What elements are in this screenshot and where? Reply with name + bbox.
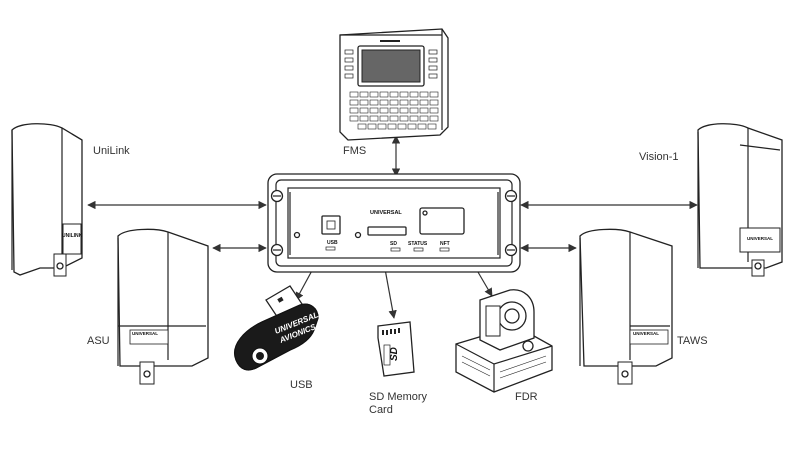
port-label-nft: NFT bbox=[440, 241, 450, 247]
vision1-label: Vision-1 bbox=[639, 151, 679, 163]
fms-label: FMS bbox=[343, 145, 366, 157]
taws-brand: UNIVERSAL bbox=[633, 331, 659, 336]
port-label-sd: SD bbox=[390, 241, 397, 247]
asu-brand: UNIVERSAL bbox=[132, 331, 158, 336]
taws-label: TAWS bbox=[677, 335, 708, 347]
sd-card: SD bbox=[377, 321, 415, 377]
fms-unit bbox=[339, 28, 449, 141]
sd-card-logo: SD bbox=[389, 347, 400, 361]
asu-label: ASU bbox=[87, 335, 110, 347]
vision1-unit: UNIVERSAL bbox=[697, 123, 783, 277]
nft-vent bbox=[419, 207, 465, 235]
unilink-unit: UNILINK bbox=[11, 123, 83, 277]
screws bbox=[270, 189, 518, 257]
central-unit: UNIVERSAL USB SD STATUS NFT bbox=[267, 173, 521, 273]
usb-drive: UNIVERSAL AVIONICS bbox=[234, 285, 320, 371]
fdr-label: FDR bbox=[515, 391, 538, 403]
unilink-brand: UNILINK bbox=[62, 233, 83, 239]
central-brand: UNIVERSAL bbox=[370, 210, 402, 216]
sd-slot bbox=[367, 226, 407, 236]
unilink-label: UniLink bbox=[93, 145, 130, 157]
fdr-unit bbox=[455, 289, 553, 393]
sd-label-line1: SD Memory bbox=[369, 391, 428, 403]
asu-unit: UNIVERSAL bbox=[117, 228, 209, 385]
port-label-usb: USB bbox=[327, 240, 338, 246]
taws-unit: UNIVERSAL bbox=[579, 228, 673, 385]
usb-label: USB bbox=[290, 379, 313, 391]
vision1-brand: UNIVERSAL bbox=[747, 236, 773, 241]
sd-label-line2: Card bbox=[369, 404, 393, 416]
port-label-status: STATUS bbox=[408, 241, 428, 247]
fms-keypad bbox=[344, 49, 438, 79]
